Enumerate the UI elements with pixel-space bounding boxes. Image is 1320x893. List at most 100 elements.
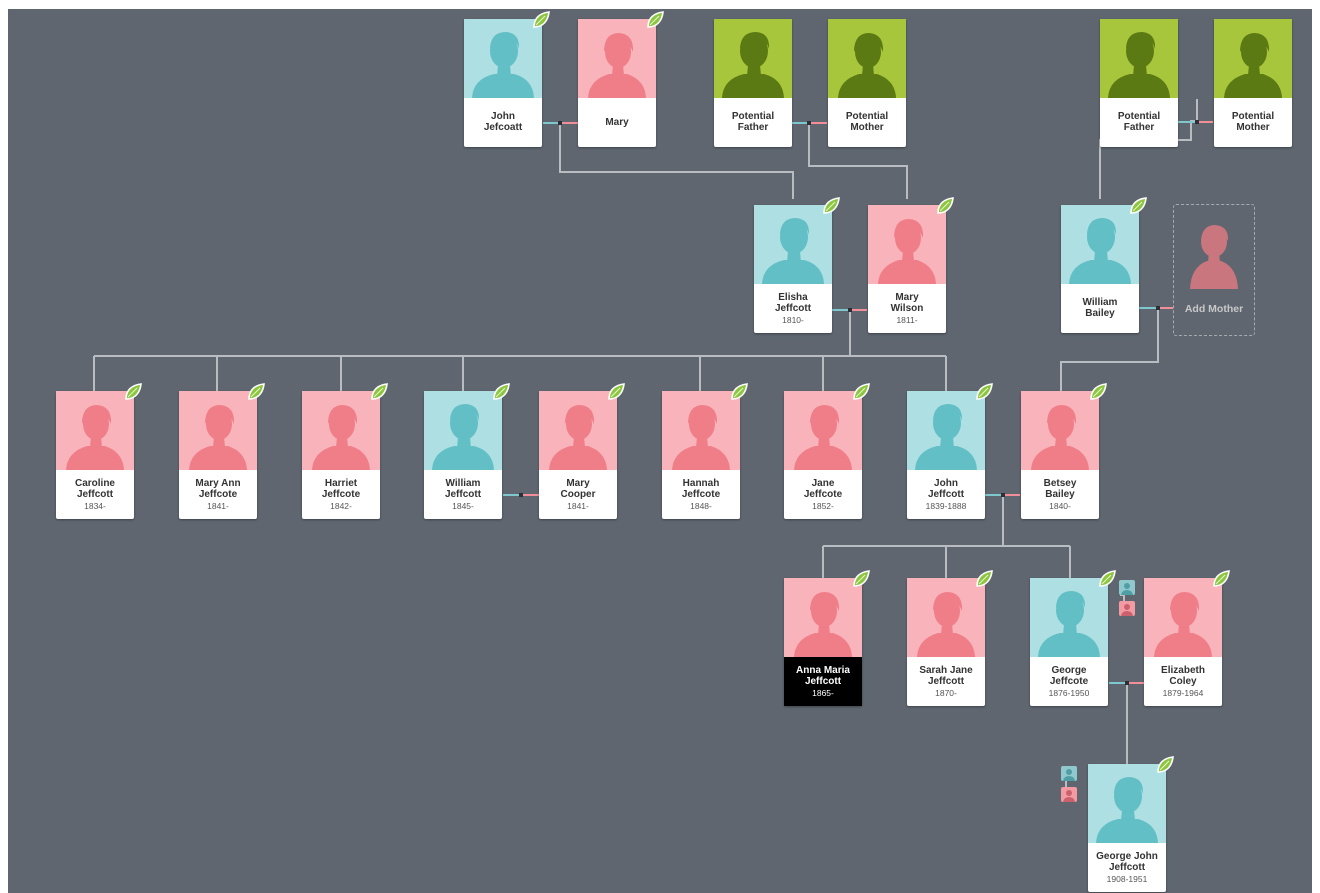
person-card-george-john-jeffcott[interactable]: George John Jeffcott 1908-1951 [1088,756,1174,892]
leaf-hint-icon[interactable] [1088,382,1108,402]
tree-canvas[interactable]: John Jefcoatt Mary Potential Father Pote… [8,9,1312,893]
person-years: 1834- [84,500,106,511]
leaf-hint-icon[interactable] [851,382,871,402]
leaf-hint-icon[interactable] [1128,196,1148,216]
female-silhouette-icon [1021,391,1099,470]
person-name: Betsey Bailey [1043,477,1077,500]
female-silhouette-icon [302,391,380,470]
female-silhouette-icon [828,19,906,98]
person-years: 1870- [935,687,957,698]
leaf-hint-icon[interactable] [851,569,871,589]
male-silhouette-icon [1061,205,1139,284]
parents-icon-father[interactable] [1119,580,1135,595]
person-years: 1876-1950 [1048,687,1090,698]
female-silhouette-icon [179,391,257,470]
person-years: 1845- [452,500,474,511]
person-card-harriet-jeffcote[interactable]: Harriet Jeffcote 1842- [302,383,388,519]
person-name: Mary Ann Jeffcote [195,477,241,500]
person-card-potential-mother[interactable]: Potential Mother [1214,19,1292,147]
person-name: William Bailey [1082,297,1118,319]
person-card-john-jefcoatt[interactable]: John Jefcoatt [464,11,550,147]
leaf-hint-icon[interactable] [821,196,841,216]
leaf-hint-icon[interactable] [123,382,143,402]
person-years: 1811- [896,314,918,325]
person-years: 1841- [567,500,589,511]
person-years: 1810- [782,314,804,325]
leaf-hint-icon[interactable] [974,569,994,589]
male-silhouette-icon [1030,578,1108,657]
female-silhouette-icon [578,19,656,98]
leaf-hint-icon[interactable] [1211,569,1231,589]
leaf-hint-icon[interactable] [531,10,551,30]
person-card-mary-ann-jeffcote[interactable]: Mary Ann Jeffcote 1841- [179,383,265,519]
person-years: 1840- [1049,500,1071,511]
person-card-potential-father[interactable]: Potential Father [714,19,792,147]
person-card-elizabeth-coley[interactable]: Elizabeth Coley 1879-1964 [1144,570,1230,706]
person-years: 1839-1888 [925,500,967,511]
person-name: George John Jeffcott [1096,850,1158,873]
leaf-hint-icon[interactable] [645,10,665,30]
person-card-anna-maria-jeffcott[interactable]: Anna Maria Jeffcott 1865- [784,570,870,706]
person-card-john-jeffcott[interactable]: John Jeffcott 1839-1888 [907,383,993,519]
leaf-hint-icon[interactable] [974,382,994,402]
parents-icon-mother[interactable] [1061,787,1077,802]
person-name: Mary [605,116,629,128]
female-silhouette-icon [539,391,617,470]
female-silhouette-icon [56,391,134,470]
parents-icon-mother[interactable] [1119,601,1135,616]
person-name: Mary Cooper [560,477,596,500]
person-name: Hannah Jeffcote [681,477,721,500]
person-name: Jane Jeffcote [803,477,843,500]
person-name: Potential Mother [1231,111,1275,133]
leaf-hint-icon[interactable] [369,382,389,402]
person-card-mary[interactable]: Mary [578,11,664,147]
person-years: 1842- [330,500,352,511]
person-card-jane-jeffcote[interactable]: Jane Jeffcote 1852- [784,383,870,519]
person-card-betsey-bailey[interactable]: Betsey Bailey 1840- [1021,383,1107,519]
person-card-potential-father[interactable]: Potential Father [1100,19,1178,147]
person-card-caroline-jeffcott[interactable]: Caroline Jeffcott 1834- [56,383,142,519]
leaf-hint-icon[interactable] [729,382,749,402]
female-silhouette-icon [868,205,946,284]
person-card-william-bailey[interactable]: William Bailey [1061,197,1147,333]
person-name: Elisha Jeffcott [774,291,812,314]
leaf-hint-icon[interactable] [1097,569,1117,589]
female-silhouette-icon [1214,19,1292,98]
female-silhouette-icon [784,391,862,470]
add-mother-button[interactable]: Add Mother [1173,204,1255,336]
leaf-hint-icon[interactable] [246,382,266,402]
person-years: 1848- [690,500,712,511]
female-silhouette-icon [784,578,862,657]
male-silhouette-icon [1100,19,1178,98]
person-card-william-jeffcott[interactable]: William Jeffcott 1845- [424,383,510,519]
person-name: George Jeffcote [1049,664,1089,687]
person-card-hannah-jeffcote[interactable]: Hannah Jeffcote 1848- [662,383,748,519]
person-years: 1841- [207,500,229,511]
person-years: 1908-1951 [1106,873,1148,884]
tree-connectors [93,99,1213,796]
leaf-hint-icon[interactable] [491,382,511,402]
person-name: William Jeffcott [444,477,482,500]
leaf-hint-icon[interactable] [935,196,955,216]
person-name: Mary Wilson [890,291,924,314]
female-silhouette-icon [907,578,985,657]
person-name: John Jeffcott [927,477,965,500]
person-years: 1852- [812,500,834,511]
male-silhouette-icon [907,391,985,470]
female-silhouette-icon [662,391,740,470]
person-card-george-jeffcote[interactable]: George Jeffcote 1876-1950 [1030,570,1116,706]
person-card-mary-wilson[interactable]: Mary Wilson 1811- [868,197,954,333]
leaf-hint-icon[interactable] [1155,755,1175,775]
person-card-elisha-jeffcott[interactable]: Elisha Jeffcott 1810- [754,197,840,333]
male-silhouette-icon [464,19,542,98]
parents-icon-father[interactable] [1061,766,1077,781]
person-card-mary-cooper[interactable]: Mary Cooper 1841- [539,383,625,519]
person-name: Sarah Jane Jeffcott [919,664,973,687]
female-silhouette-icon [1144,578,1222,657]
leaf-hint-icon[interactable] [606,382,626,402]
person-name: Potential Father [1117,111,1161,133]
male-silhouette-icon [1088,764,1166,843]
person-card-potential-mother[interactable]: Potential Mother [828,19,906,147]
person-name: Potential Mother [845,111,889,133]
person-card-sarah-jane-jeffcott[interactable]: Sarah Jane Jeffcott 1870- [907,570,993,706]
